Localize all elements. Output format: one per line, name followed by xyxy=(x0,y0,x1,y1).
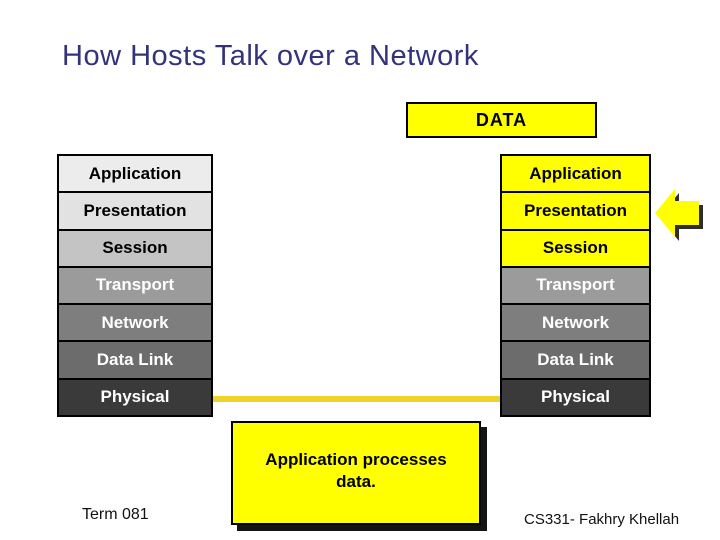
layer-session: Session xyxy=(59,230,211,268)
footer-course: CS331- Fakhry Khellah xyxy=(524,511,680,528)
callout-line-1: Application processes xyxy=(265,450,447,469)
osi-stack-receiver: Application Presentation Session Transpo… xyxy=(500,154,651,417)
layer-presentation: Presentation xyxy=(502,193,649,231)
callout-box: Application processes data. xyxy=(231,421,481,525)
layer-physical: Physical xyxy=(59,379,211,415)
layer-physical: Physical xyxy=(502,379,649,415)
layer-network: Network xyxy=(502,305,649,343)
layer-network: Network xyxy=(59,305,211,343)
slide-title: How Hosts Talk over a Network xyxy=(62,40,479,72)
osi-stack-sender: Application Presentation Session Transpo… xyxy=(57,154,213,417)
physical-link-line xyxy=(210,396,502,402)
layer-transport: Transport xyxy=(59,267,211,306)
layer-application: Application xyxy=(502,156,649,194)
layer-transport: Transport xyxy=(502,267,649,306)
data-label-box: DATA xyxy=(406,102,597,138)
layer-session: Session xyxy=(502,230,649,268)
footer-term: Term 081 xyxy=(82,506,149,523)
left-block-arrow-icon xyxy=(655,189,703,241)
callout-text: Application processes data. xyxy=(233,449,479,493)
layer-data-link: Data Link xyxy=(502,342,649,380)
callout-line-2: data. xyxy=(336,472,376,491)
layer-application: Application xyxy=(59,156,211,194)
left-block-arrow xyxy=(655,189,699,237)
layer-presentation: Presentation xyxy=(59,193,211,231)
layer-data-link: Data Link xyxy=(59,342,211,380)
